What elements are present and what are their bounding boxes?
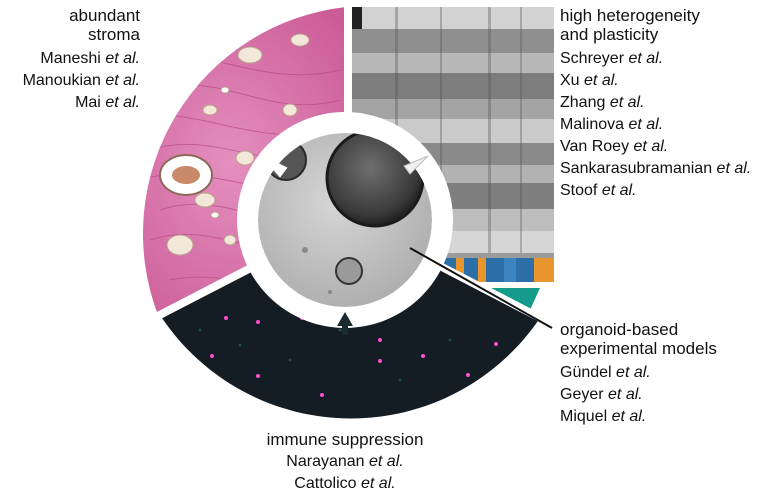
organoid-label-block: organoid-based experimental models Günde… (560, 320, 717, 428)
arrow-from-heterogeneity (403, 155, 429, 175)
stroma-title-line-2: stroma (88, 25, 140, 44)
citation-mai: Mai et al. (75, 94, 140, 111)
citation-cattolico: Cattolico et al. (294, 475, 396, 492)
heterogeneity-title-line-1: high heterogeneity (560, 6, 700, 25)
citation-manoukian: Manoukian et al. (22, 72, 140, 89)
organoid-pointer-line (409, 247, 553, 329)
heterogeneity-label-block: high heterogeneity and plasticity Schrey… (560, 6, 751, 202)
citation-sankarasubramanian: Sankarasubramanian et al. (560, 160, 752, 177)
heterogeneity-title-line-2: and plasticity (560, 25, 659, 44)
citation-xu: Xu et al. (560, 72, 619, 89)
citation-schreyer: Schreyer et al. (560, 50, 664, 67)
organoid-micrograph (258, 133, 432, 307)
immune-label-block: immune suppression Narayanan et al. Catt… (245, 430, 445, 495)
citation-zhang: Zhang et al. (560, 94, 645, 111)
stroma-label-block: abundant stroma Maneshi et al. Manoukian… (23, 6, 140, 114)
citation-miquel: Miquel et al. (560, 408, 647, 425)
citation-narayanan: Narayanan et al. (286, 453, 404, 470)
arrows (261, 155, 429, 335)
arrow-from-immune (337, 312, 353, 326)
citation-geyer: Geyer et al. (560, 386, 643, 403)
citation-van-roey: Van Roey et al. (560, 138, 669, 155)
citation-gundel: Gündel et al. (560, 364, 651, 381)
organoid-title-line-1: organoid-based (560, 320, 679, 339)
citation-malinova: Malinova et al. (560, 116, 664, 133)
citation-maneshi: Maneshi et al. (40, 50, 140, 67)
arrow-from-stroma (261, 155, 288, 178)
immune-title: immune suppression (266, 430, 424, 449)
stroma-title-line-1: abundant (69, 6, 140, 25)
citation-stoof: Stoof et al. (560, 182, 637, 199)
organoid-title-line-2: experimental models (560, 339, 717, 358)
